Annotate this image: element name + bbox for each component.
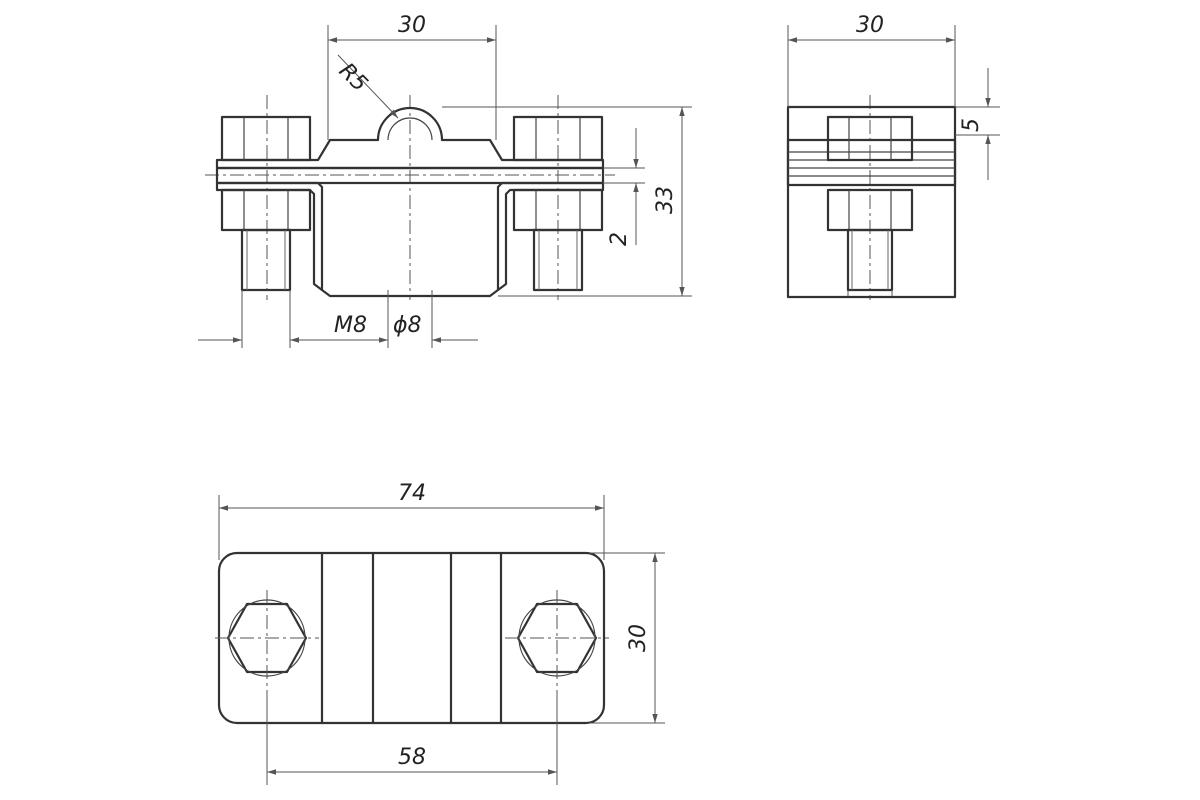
dim-top-length: 74 [398, 481, 426, 506]
dim-front-width: 30 [398, 13, 426, 38]
dim-side-width: 30 [856, 13, 884, 38]
side-view: 30 5 [786, 13, 1000, 300]
dim-top-width: 30 [626, 624, 651, 652]
right-bolt-top [505, 590, 609, 686]
dim-thread: M8 [334, 313, 367, 338]
u-channel [217, 181, 605, 298]
dim-hole-diameter: ϕ8 [393, 313, 422, 338]
left-bolt [220, 115, 312, 292]
right-bolt [512, 115, 604, 292]
dim-radius: R5 [334, 59, 372, 97]
dim-strip-thickness: 2 [607, 232, 632, 246]
left-bolt-top [215, 590, 319, 686]
u-strap [215, 106, 605, 170]
dim-height: 33 [653, 186, 678, 214]
top-view: 74 30 58 [215, 481, 665, 785]
front-view: 30 R5 33 2 M8 ϕ8 [198, 13, 692, 348]
dim-bolt-spacing: 58 [398, 745, 426, 770]
dim-side-plate: 5 [959, 118, 984, 132]
